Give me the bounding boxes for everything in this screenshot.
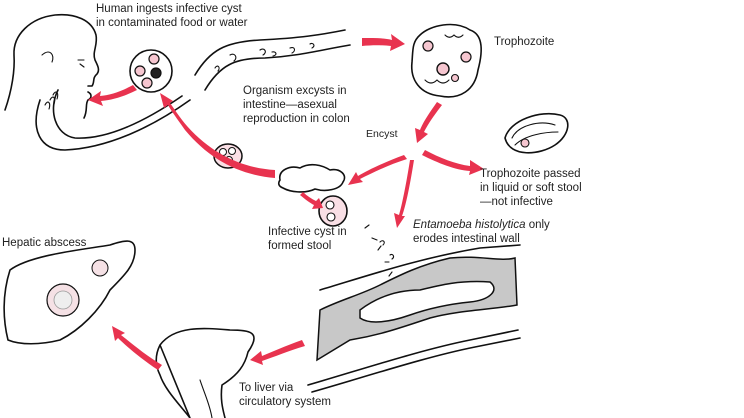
label-infective-cyst: Infective cyst in formed stool <box>268 225 347 253</box>
infective-cyst-illustration <box>318 195 348 227</box>
label-excyst: Organism excysts in intestine—asexual re… <box>243 84 350 126</box>
arrow-stool-to-cyst <box>300 192 323 209</box>
intestinal-wall-illustration <box>307 224 521 393</box>
label-passed-line1: Trophozoite passed <box>480 168 581 180</box>
label-erodes-line1: Entamoeba histolytica only <box>413 218 550 232</box>
label-excyst-line3: reproduction in colon <box>243 113 350 125</box>
human-head-illustration <box>4 13 191 151</box>
label-erodes-line2: erodes intestinal wall <box>413 233 520 245</box>
label-trophozoite: Trophozoite <box>494 36 555 48</box>
label-hepatic-abscess: Hepatic abscess <box>2 237 87 249</box>
label-erodes: Entamoeba histolytica only erodes intest… <box>413 218 550 246</box>
label-organism-name: Entamoeba histolytica <box>413 219 526 231</box>
arrow-to-passed <box>422 150 484 175</box>
label-excyst-line2: intestine—asexual <box>243 99 337 111</box>
label-passed-line3: —not infective <box>480 196 553 208</box>
liver-illustration <box>155 327 255 418</box>
label-infective-cyst-line2: formed stool <box>268 240 332 252</box>
label-to-liver: To liver via circulatory system <box>239 381 331 409</box>
label-encyst: Encyst <box>366 128 398 140</box>
arrow-trophozoite-down <box>415 102 442 143</box>
ingested-cyst-illustration <box>129 49 173 93</box>
arrow-to-wall <box>394 160 414 228</box>
passed-trophozoite-illustration <box>504 113 569 154</box>
label-passed-line2: in liquid or soft stool <box>480 182 582 194</box>
arrow-return-to-cyst <box>160 93 275 178</box>
label-to-liver-line1: To liver via <box>239 382 294 394</box>
arrow-to-liver <box>250 340 305 365</box>
arrow-intestine-to-trophozoite <box>362 34 405 51</box>
arrow-cyst-to-mouth <box>88 85 137 106</box>
arrow-to-stool <box>348 155 407 185</box>
trophozoite-illustration <box>411 23 482 98</box>
arrow-to-hepatic-abscess <box>112 326 162 370</box>
label-excyst-line1: Organism excysts in <box>243 85 347 97</box>
formed-stool-illustration <box>277 163 346 193</box>
label-ingest-line1: Human ingests infective cyst <box>96 3 242 15</box>
label-infective-cyst-line1: Infective cyst in <box>268 226 347 238</box>
label-ingest-line2: in contaminated food or water <box>96 17 248 29</box>
label-to-liver-line2: circulatory system <box>239 396 332 408</box>
intestine-illustration <box>194 29 351 91</box>
hepatic-abscess-liver-illustration <box>3 240 136 345</box>
label-ingest: Human ingests infective cyst in contamin… <box>96 2 248 30</box>
label-erodes-only: only <box>525 219 550 231</box>
label-passed: Trophozoite passed in liquid or soft sto… <box>480 167 582 209</box>
